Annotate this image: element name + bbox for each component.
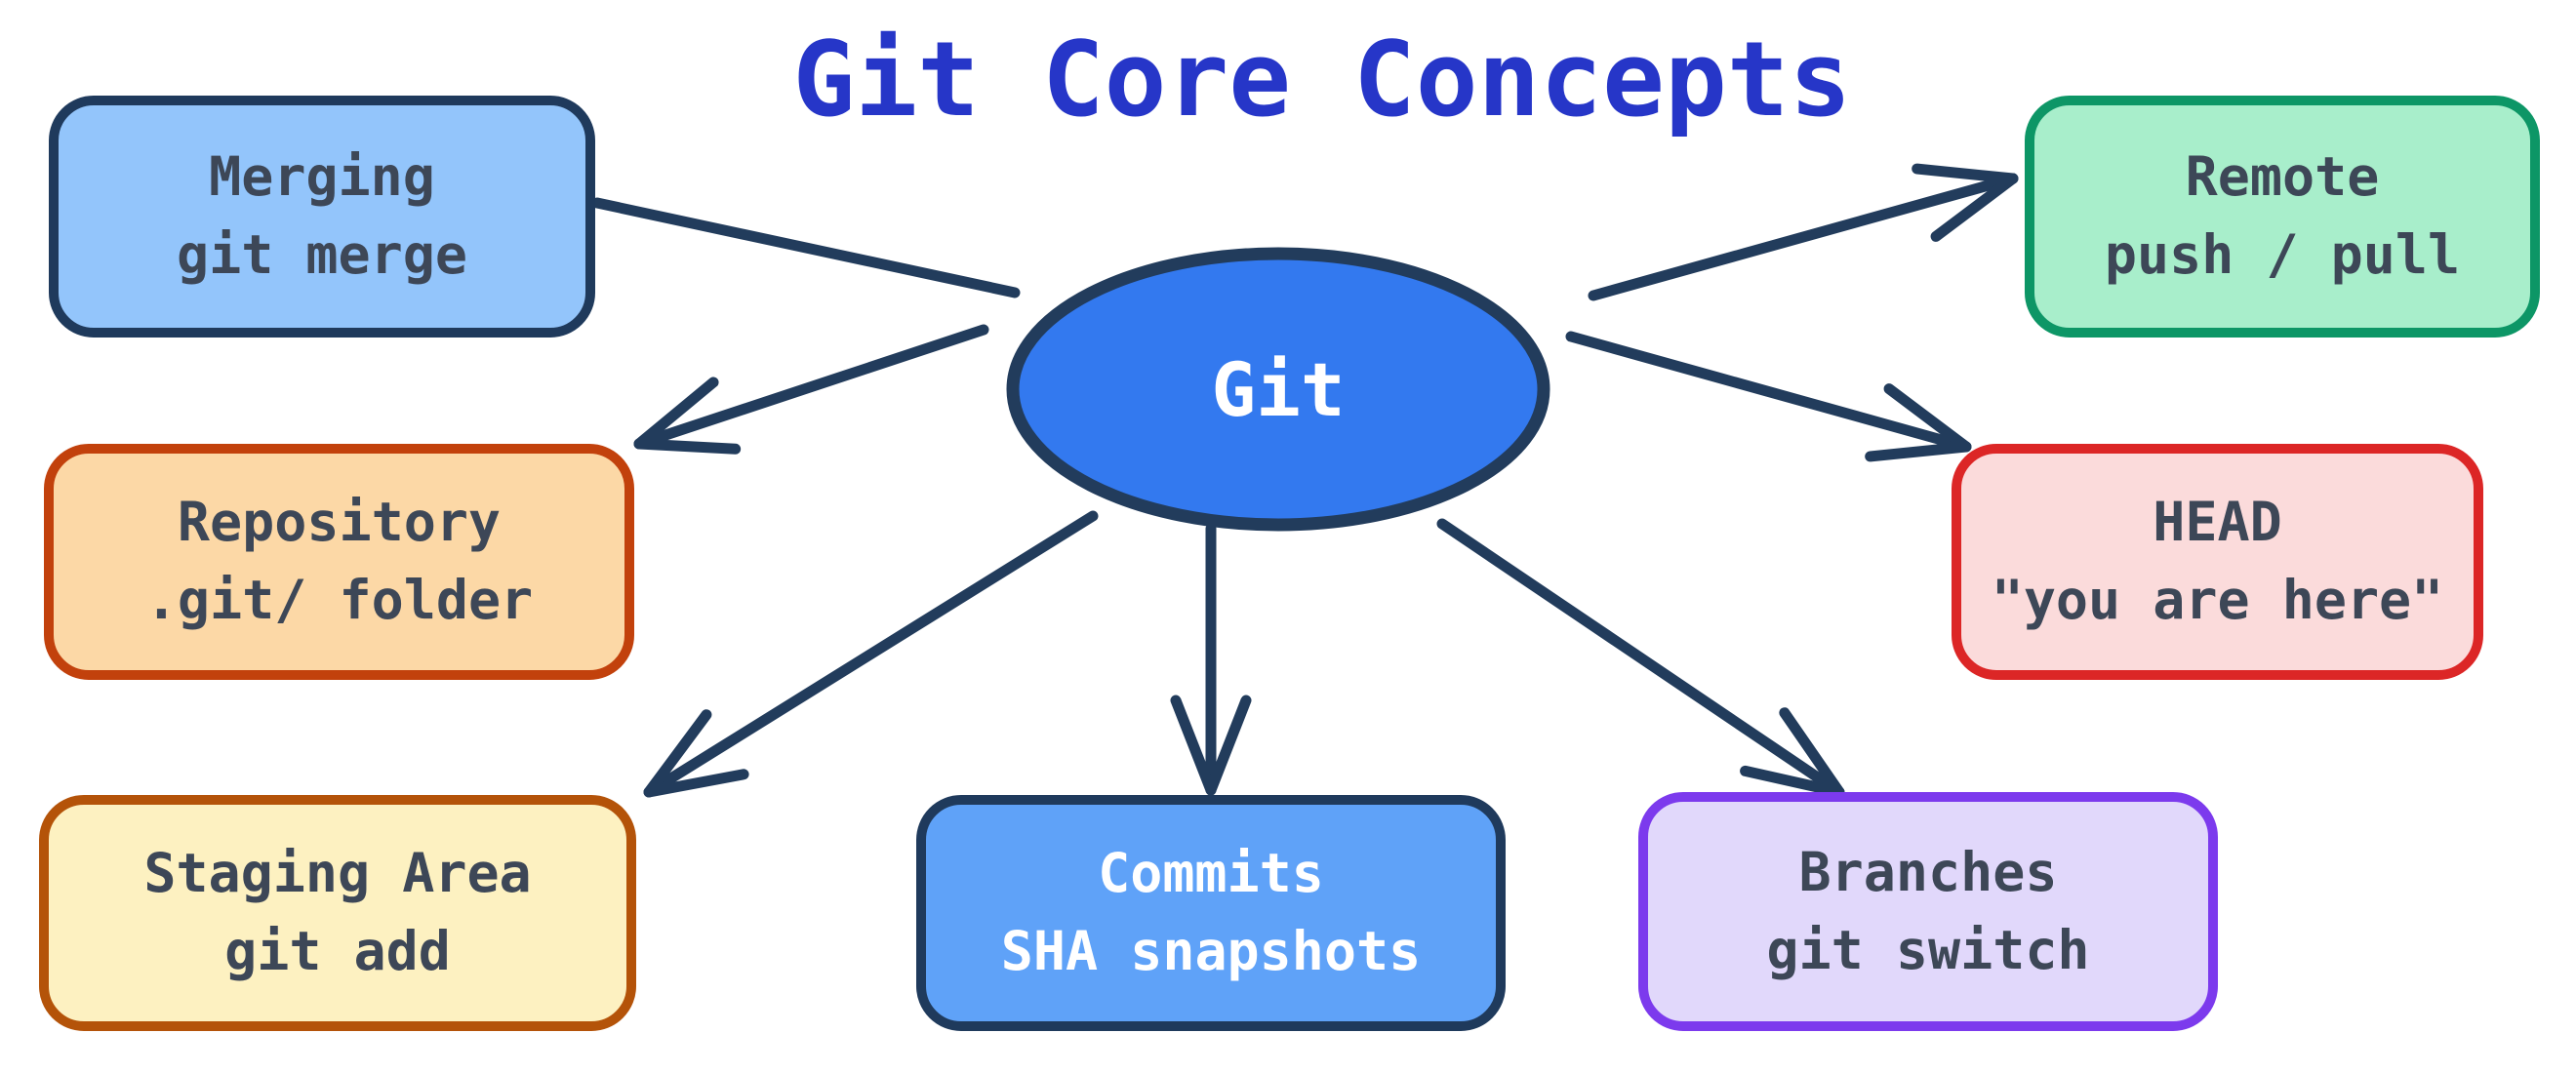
edge-git-to-head	[1565, 331, 1972, 453]
arrowhead-repository	[633, 377, 742, 455]
arrowhead-remote	[1912, 163, 2019, 242]
node-staging-area-subtitle: git add	[224, 920, 451, 982]
node-staging-area: Staging Area git add	[39, 795, 636, 1031]
node-head: HEAD "you are here"	[1952, 444, 2483, 680]
node-head-title: HEAD	[2153, 491, 2282, 554]
node-remote-title: Remote	[2185, 145, 2380, 209]
node-repository-title: Repository	[177, 491, 502, 554]
node-remote: Remote push / pull	[2025, 96, 2540, 338]
arrowhead-staging	[643, 709, 749, 798]
node-commits-subtitle: SHA snapshots	[1000, 920, 1422, 982]
arrowhead-head	[1865, 383, 1972, 462]
node-branches-title: Branches	[1798, 840, 2058, 903]
arrowhead-branches	[1740, 707, 1845, 798]
diagram-title: Git Core Concepts	[792, 20, 1852, 139]
node-repository-subtitle: .git/ folder	[144, 569, 534, 631]
node-head-subtitle: "you are here"	[1991, 569, 2444, 631]
node-merging: Merging git merge	[49, 96, 595, 338]
node-remote-subtitle: push / pull	[2104, 223, 2461, 286]
arrowhead-commits	[1170, 695, 1252, 796]
node-branches-subtitle: git switch	[1766, 918, 2090, 981]
node-repository: Repository .git/ folder	[44, 444, 634, 680]
node-branches: Branches git switch	[1638, 792, 2218, 1031]
node-merging-subtitle: git merge	[176, 223, 467, 286]
edge-git-to-remote	[1588, 173, 2019, 301]
edge-git-to-repository	[633, 324, 989, 450]
node-commits-title: Commits	[1098, 842, 1324, 905]
git-center-node	[1006, 247, 1550, 532]
node-merging-title: Merging	[209, 145, 435, 209]
node-staging-area-title: Staging Area	[143, 842, 532, 905]
git-center-label: Git	[1211, 346, 1345, 433]
edge-git-to-staging	[643, 510, 1099, 798]
edge-merging-git	[591, 197, 1021, 298]
edge-git-to-branches	[1436, 518, 1845, 798]
node-commits: Commits SHA snapshots	[916, 795, 1506, 1031]
